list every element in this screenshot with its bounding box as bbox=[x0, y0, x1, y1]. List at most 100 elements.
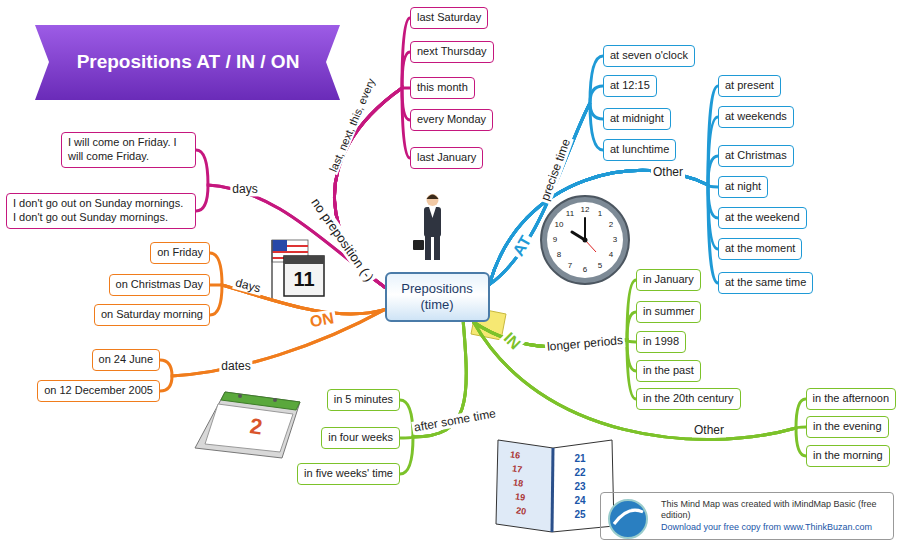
node-text: at the same time bbox=[725, 276, 806, 290]
branch-label: ON bbox=[307, 309, 338, 331]
clock-numeral: 5 bbox=[598, 262, 602, 271]
clock-numeral: 3 bbox=[613, 236, 617, 245]
leaf-box: at Christmas bbox=[718, 145, 794, 167]
book-date: 20 bbox=[515, 506, 526, 517]
leaf-box: in 5 minutes bbox=[327, 389, 400, 411]
clock-numeral: 6 bbox=[583, 266, 587, 275]
clock-numeral: 7 bbox=[568, 262, 572, 271]
node-text: on Saturday morning bbox=[101, 308, 203, 322]
leaf-box: on Saturday morning bbox=[94, 304, 210, 326]
branch-line bbox=[474, 322, 806, 456]
leaf-box: at the moment bbox=[718, 238, 802, 260]
leaf-box: in the 20th century bbox=[636, 388, 741, 410]
clock-numeral: 12 bbox=[581, 206, 590, 215]
clock bbox=[541, 196, 629, 284]
book-date: 17 bbox=[511, 464, 522, 475]
book-date: 23 bbox=[574, 481, 585, 492]
node-text: at Christmas bbox=[725, 149, 787, 163]
leaf-box: in the past bbox=[636, 360, 701, 382]
branch-line bbox=[490, 103, 604, 284]
branch-line bbox=[490, 170, 719, 284]
branch-label: Other bbox=[692, 424, 726, 437]
book-date: 19 bbox=[514, 492, 525, 503]
leaf-box: every Monday bbox=[410, 109, 493, 131]
leaf-box: on 12 December 2005 bbox=[37, 380, 160, 402]
leaf-box: in the evening bbox=[806, 416, 889, 438]
leaf-box: in the morning bbox=[806, 445, 890, 467]
leaf-box: on 24 June bbox=[92, 349, 160, 371]
node-text: I will come on Friday. I will come Frida… bbox=[68, 136, 189, 164]
branch-line bbox=[490, 156, 719, 284]
branch-line bbox=[196, 150, 385, 287]
node-text: at the moment bbox=[725, 242, 795, 256]
node-text: in the afternoon bbox=[813, 392, 889, 406]
branch-line bbox=[474, 322, 636, 399]
leaf-box: at present bbox=[718, 75, 781, 97]
node-text: in four weeks bbox=[328, 431, 393, 445]
node-text: at seven o'clock bbox=[610, 49, 688, 63]
branch-label: last, next, this, every bbox=[326, 75, 378, 176]
book-date: 22 bbox=[574, 467, 585, 478]
node-text: on Christmas Day bbox=[116, 278, 203, 292]
clock-numeral: 11 bbox=[566, 210, 574, 219]
node-text: in the morning bbox=[813, 449, 883, 463]
node-text: in the 20th century bbox=[643, 392, 734, 406]
node-text: Prepositions (time) bbox=[393, 281, 482, 314]
clock-numeral: 2 bbox=[609, 221, 613, 230]
branch-line bbox=[490, 117, 719, 284]
node-text: at lunchtime bbox=[610, 143, 669, 157]
leaf-box: at the same time bbox=[718, 272, 813, 294]
clock-numeral: 9 bbox=[553, 236, 557, 245]
book-date: 18 bbox=[512, 478, 523, 489]
node-text: every Monday bbox=[417, 113, 486, 127]
imindmap-logo bbox=[609, 500, 647, 538]
branch-label: AT bbox=[508, 231, 535, 261]
node-text: at the weekend bbox=[725, 211, 800, 225]
node-text: at 12:15 bbox=[610, 79, 650, 93]
leaf-box: in 1998 bbox=[636, 331, 686, 353]
leaf-box: on Christmas Day bbox=[109, 274, 210, 296]
branch-line bbox=[490, 56, 604, 284]
node-text: I don't go out on Sunday mornings. I don… bbox=[13, 197, 189, 225]
node-text: this month bbox=[417, 81, 468, 95]
desk-calendar bbox=[195, 392, 300, 458]
central-topic: Prepositions (time) bbox=[385, 272, 490, 323]
branch-label: precise time bbox=[538, 135, 574, 204]
branch-label: after some time bbox=[411, 407, 499, 435]
clock-numeral: 10 bbox=[555, 221, 564, 230]
node-text: last January bbox=[417, 151, 476, 165]
leaf-box: in January bbox=[636, 269, 701, 291]
leaf-box: in four weeks bbox=[321, 427, 400, 449]
branch-label: longer periods bbox=[545, 334, 626, 354]
calendar-date: 2 bbox=[248, 414, 263, 440]
leaf-box: in five weeks' time bbox=[297, 463, 400, 485]
leaf-box: on Friday bbox=[150, 242, 210, 264]
leaf-box: at 12:15 bbox=[603, 75, 657, 97]
node-text: on Friday bbox=[157, 246, 203, 260]
branch-label: IN bbox=[499, 328, 526, 355]
leaf-box: last January bbox=[410, 147, 483, 169]
leaf-box: in the afternoon bbox=[806, 388, 896, 410]
branch-line bbox=[400, 322, 466, 474]
branch-line bbox=[490, 86, 719, 284]
book-date: 25 bbox=[574, 509, 585, 520]
node-text: last Saturday bbox=[417, 11, 481, 25]
branch-line bbox=[474, 322, 636, 371]
open-book bbox=[496, 440, 614, 532]
leaf-box: this month bbox=[410, 77, 475, 99]
branch-label: Other bbox=[651, 166, 685, 179]
branch-line bbox=[490, 103, 604, 284]
businessman bbox=[413, 194, 441, 260]
book-date: 16 bbox=[509, 450, 520, 461]
flag-calendar bbox=[272, 240, 324, 300]
credit-box: This Mind Map was created with iMindMap … bbox=[600, 492, 894, 540]
leaf-box: at seven o'clock bbox=[603, 45, 695, 67]
leaf-box: in summer bbox=[636, 301, 701, 323]
node-text: Download your free copy from www.ThinkBu… bbox=[661, 522, 885, 533]
node-text: This Mind Map was created with iMindMap … bbox=[661, 499, 885, 522]
branch-line bbox=[490, 170, 719, 284]
node-text: on 12 December 2005 bbox=[44, 384, 153, 398]
node-text: in the past bbox=[643, 364, 694, 378]
leaf-box: last Saturday bbox=[410, 7, 488, 29]
leaf-box: at weekends bbox=[718, 106, 794, 128]
